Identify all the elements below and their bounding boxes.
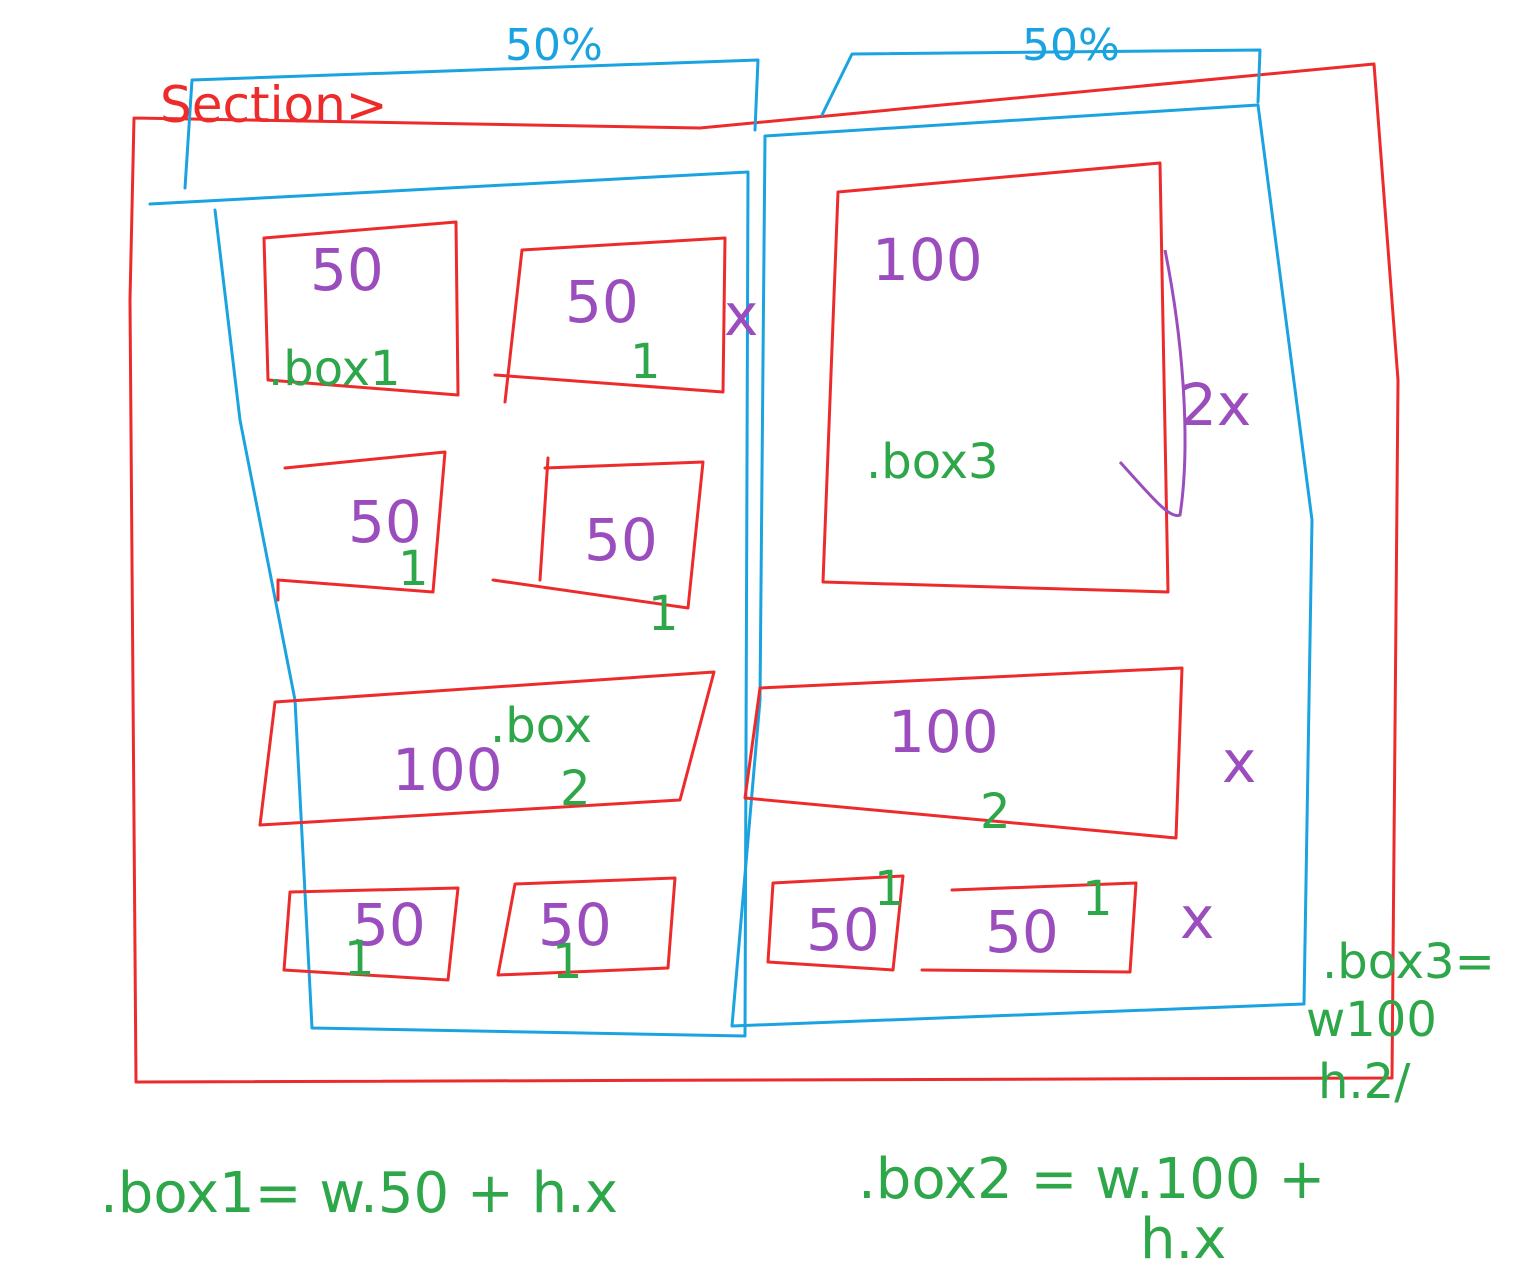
box1-class-label: .box1 [268, 341, 401, 397]
x-mark-mid: x [1222, 728, 1256, 796]
box2-right-width-label: 100 [888, 698, 999, 766]
formula-box2-line2: h.x [1140, 1207, 1226, 1272]
note-box3-line1: .box3= [1322, 934, 1495, 990]
box-top-right [493, 236, 727, 404]
column-left-width-label: 50% [505, 20, 603, 71]
small1-marker: 1 [344, 931, 375, 987]
box1-width-label: 50 [310, 236, 384, 304]
small-box-3 [766, 874, 905, 972]
note-box3-line2: w100 [1306, 992, 1437, 1048]
box2-left [258, 670, 716, 827]
box2-right [743, 666, 1184, 840]
section-label: Section> [160, 76, 388, 134]
small2-width-label: 50 [538, 891, 612, 959]
note-box3-line3: h.2/ [1318, 1054, 1411, 1110]
box-mid-right-marker: 1 [648, 586, 679, 642]
small-box-2 [496, 876, 677, 977]
box3-height-brace [1118, 249, 1187, 518]
box2-left-class-label: .box [490, 698, 592, 754]
formula-box1: .box1= w.50 + h.x [100, 1161, 618, 1226]
box2-right-marker: 2 [980, 784, 1011, 840]
small-box-1 [282, 886, 460, 982]
box3-height-label: 2x [1180, 371, 1251, 439]
box-mid-left-marker: 1 [398, 541, 429, 597]
formula-box2-line1: .box2 = w.100 + [858, 1147, 1325, 1212]
small2-marker: 1 [552, 934, 583, 990]
column-right-tab [820, 48, 1262, 117]
small-box-4 [920, 881, 1138, 974]
box-mid-right [491, 456, 705, 610]
small4-width-label: 50 [985, 898, 1059, 966]
column-left [148, 170, 750, 1038]
x-mark-top: x [724, 281, 758, 349]
box-mid-left-width-label: 50 [348, 488, 422, 556]
small1-width-label: 50 [352, 891, 426, 959]
box2-left-width-label: 100 [392, 736, 503, 804]
small3-width-label: 50 [806, 896, 880, 964]
small3-marker: 1 [874, 861, 905, 917]
section-frame [128, 62, 1400, 1084]
box-top-right-marker: 1 [630, 334, 661, 390]
column-left-tab [183, 58, 760, 190]
box3-width-label: 100 [872, 226, 983, 294]
column-right [730, 103, 1314, 1028]
x-mark-bottom: x [1180, 884, 1214, 952]
box2-left-marker: 2 [560, 761, 591, 817]
column-right-width-label: 50% [1022, 20, 1120, 71]
box1 [262, 220, 460, 397]
box-top-right-width-label: 50 [565, 268, 639, 336]
box-mid-right-width-label: 50 [584, 506, 658, 574]
small4-marker: 1 [1082, 871, 1113, 927]
box3-class-label: .box3 [866, 434, 999, 490]
box3 [821, 161, 1170, 594]
box-mid-left [276, 450, 447, 602]
